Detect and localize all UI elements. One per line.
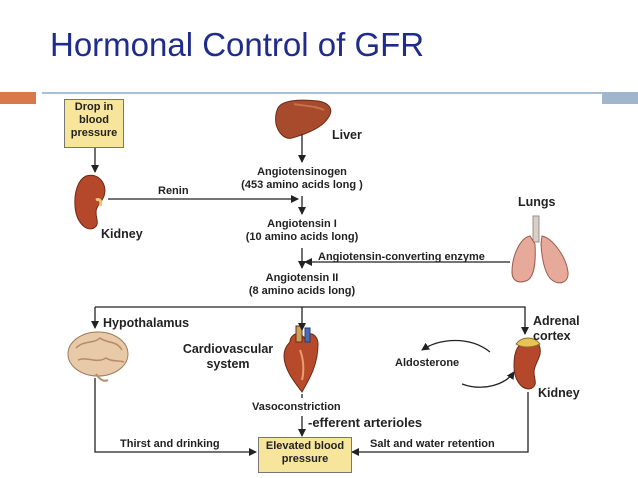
vasoconstriction-label: Vasoconstriction bbox=[252, 401, 341, 413]
renin-label: Renin bbox=[158, 185, 189, 197]
adrenal-cortex-label: Adrenal cortex bbox=[533, 314, 580, 344]
elevated-line-2: pressure bbox=[281, 453, 329, 465]
kidney-right-label: Kidney bbox=[538, 386, 580, 400]
arrow-thirst bbox=[94, 378, 257, 456]
angiotensin-2-label: Angiotensin II (8 amino acids long) bbox=[232, 272, 372, 298]
angiotensinogen-length: (453 amino acids long ) bbox=[241, 179, 363, 191]
drop-bp-line-2: blood bbox=[79, 114, 109, 126]
accent-bar-left bbox=[0, 92, 36, 104]
lungs-label: Lungs bbox=[518, 195, 556, 209]
liver-icon bbox=[275, 99, 332, 139]
arrow-salt bbox=[351, 392, 529, 456]
arrow-to-adrenal bbox=[95, 306, 529, 335]
ace-label: Angiotensin-converting enzyme bbox=[318, 251, 485, 263]
brain-icon bbox=[67, 331, 129, 382]
elevated-blood-pressure-box: Elevated blood pressure bbox=[258, 437, 352, 473]
drop-bp-line-1: Drop in bbox=[74, 101, 114, 113]
arrow-aldosterone-top bbox=[421, 339, 491, 353]
thirst-label: Thirst and drinking bbox=[120, 438, 220, 450]
angiotensinogen-name: Angiotensinogen bbox=[257, 166, 347, 178]
heart-icon bbox=[283, 325, 319, 393]
angiotensin-2-name: Angiotensin II bbox=[265, 272, 339, 284]
angiotensin-1-name: Angiotensin I bbox=[267, 218, 337, 230]
aldosterone-label: Aldosterone bbox=[395, 357, 460, 369]
arrow-aldosterone-bottom bbox=[461, 371, 515, 388]
drop-bp-line-3: pressure bbox=[70, 127, 118, 139]
liver-label: Liver bbox=[332, 128, 362, 142]
adrenal-line-1: Adrenal bbox=[533, 314, 580, 328]
title-rule bbox=[42, 92, 602, 94]
angiotensinogen-label: Angiotensinogen (453 amino acids long ) bbox=[230, 166, 374, 192]
adrenal-kidney-icon bbox=[513, 337, 541, 390]
cardio-line-1: Cardiovascular bbox=[182, 342, 274, 356]
kidney-icon bbox=[74, 174, 106, 230]
hypothalamus-label: Hypothalamus bbox=[103, 316, 190, 330]
cardiovascular-label: Cardiovascular system bbox=[174, 342, 282, 372]
lungs-icon bbox=[511, 215, 569, 284]
accent-bar-right bbox=[602, 92, 638, 104]
elevated-line-1: Elevated blood bbox=[265, 440, 345, 452]
cardio-line-2: system bbox=[206, 357, 250, 371]
angiotensin-1-label: Angiotensin I (10 amino acids long) bbox=[232, 218, 372, 244]
efferent-arterioles-label: -efferent arterioles bbox=[308, 415, 423, 430]
angiotensin-1-length: (10 amino acids long) bbox=[245, 231, 359, 243]
drop-blood-pressure-box: Drop in blood pressure bbox=[64, 99, 124, 148]
kidney-left-label: Kidney bbox=[101, 227, 143, 241]
slide-title: Hormonal Control of GFR bbox=[50, 26, 425, 63]
salt-water-label: Salt and water retention bbox=[370, 438, 495, 450]
adrenal-line-2: cortex bbox=[533, 329, 571, 343]
angiotensin-2-length: (8 amino acids long) bbox=[248, 285, 356, 297]
